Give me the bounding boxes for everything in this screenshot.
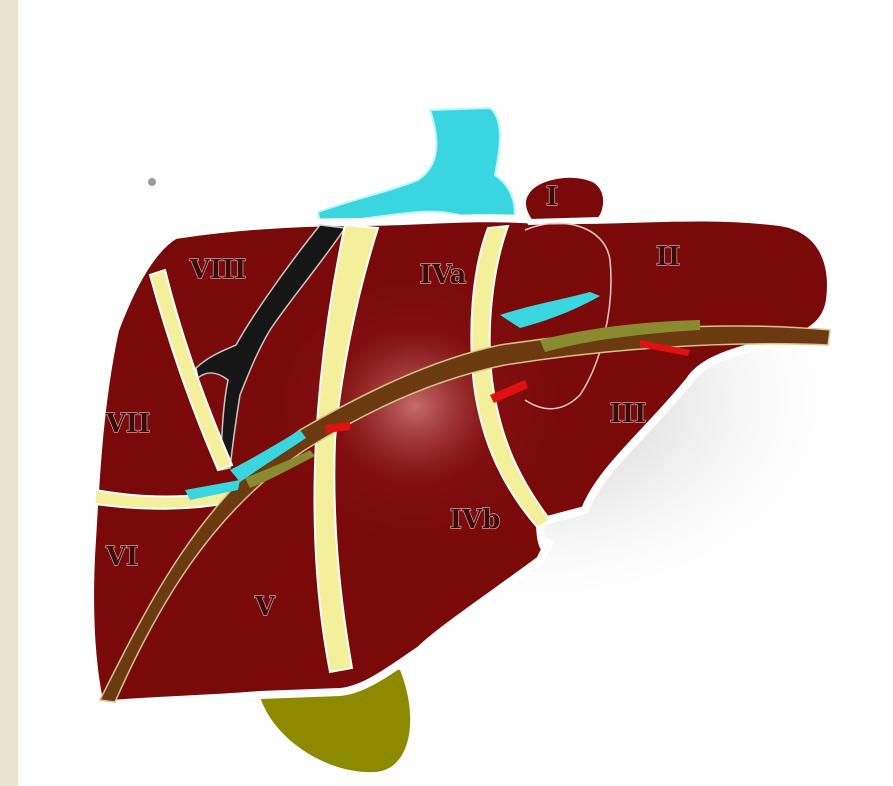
segment-label-I: I [546, 182, 558, 212]
segment-label-VII: VII [105, 409, 151, 439]
caudate-lobe [523, 175, 606, 222]
liver-segments-diagram: I II III IVa IVb V VI VII VIII [18, 0, 893, 786]
segment-label-IVa: IVa [420, 260, 467, 290]
background-dot [148, 178, 156, 186]
diagram-canvas: I II III IVa IVb V VI VII VIII [18, 0, 893, 786]
segment-label-VIII: VIII [189, 255, 247, 285]
segment-label-II: II [656, 242, 680, 272]
segment-label-IVb: IVb [450, 505, 501, 535]
segment-label-V: V [254, 592, 276, 622]
segment-label-VI: VI [105, 542, 138, 572]
segment-label-III: III [610, 399, 647, 429]
